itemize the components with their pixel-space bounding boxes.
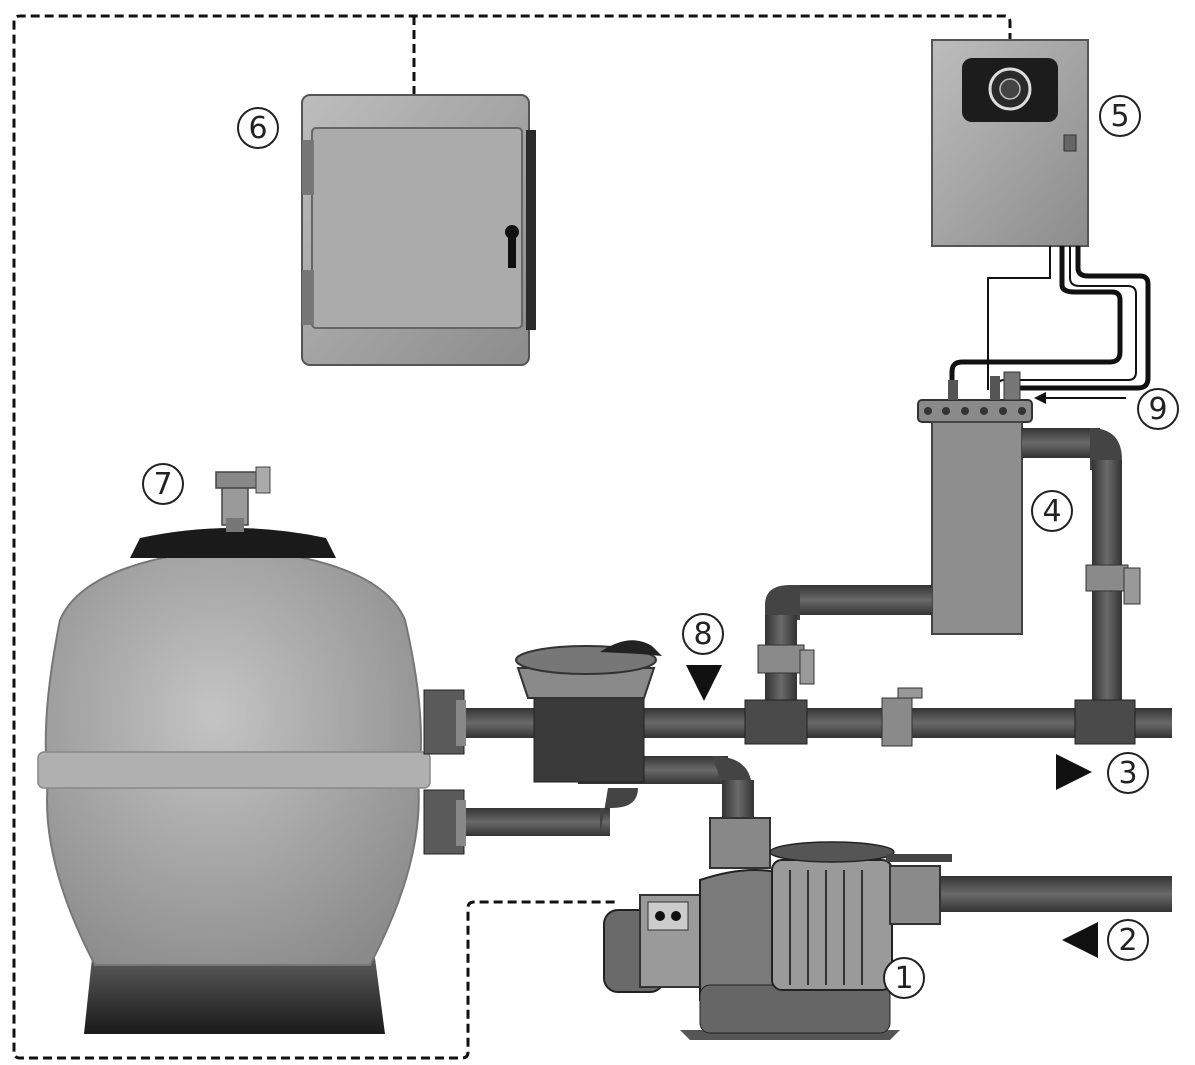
callout-1-label: 1: [894, 961, 913, 996]
control-box: [931, 39, 1089, 247]
flow-arrows: [686, 392, 1126, 958]
callout-8-label: 8: [693, 617, 712, 652]
electrolysis-cell: [931, 421, 1023, 635]
callout-9-label: 9: [1148, 392, 1167, 427]
callout-8: 8: [682, 613, 724, 655]
pump-suction-pipe: [460, 756, 754, 850]
callout-7: 7: [142, 463, 184, 505]
sand-filter-tank: [37, 528, 466, 1034]
callout-5: 5: [1099, 95, 1141, 137]
callout-1: 1: [883, 957, 925, 999]
pool-pump: [603, 817, 952, 1040]
cell-lid: [917, 371, 1033, 423]
cell-wiring: [949, 246, 1151, 392]
callout-9: 9: [1137, 388, 1179, 430]
callout-5-label: 5: [1110, 99, 1129, 134]
callout-3-label: 3: [1118, 756, 1137, 791]
callout-4: 4: [1031, 490, 1073, 532]
dashed-control-wiring: [12, 14, 1012, 1060]
electrical-panel: [301, 94, 536, 366]
callout-3: 3: [1107, 752, 1149, 794]
tank-top-valve: [215, 466, 271, 532]
callout-6-label: 6: [248, 111, 267, 146]
callout-2-label: 2: [1118, 923, 1137, 958]
selector-valve: [515, 640, 662, 783]
callout-2: 2: [1107, 919, 1149, 961]
inlet-pipe: [889, 865, 1172, 925]
callout-4-label: 4: [1042, 494, 1061, 529]
callout-6: 6: [237, 107, 279, 149]
callout-7-label: 7: [153, 467, 172, 502]
cell-piping: [757, 428, 1141, 715]
